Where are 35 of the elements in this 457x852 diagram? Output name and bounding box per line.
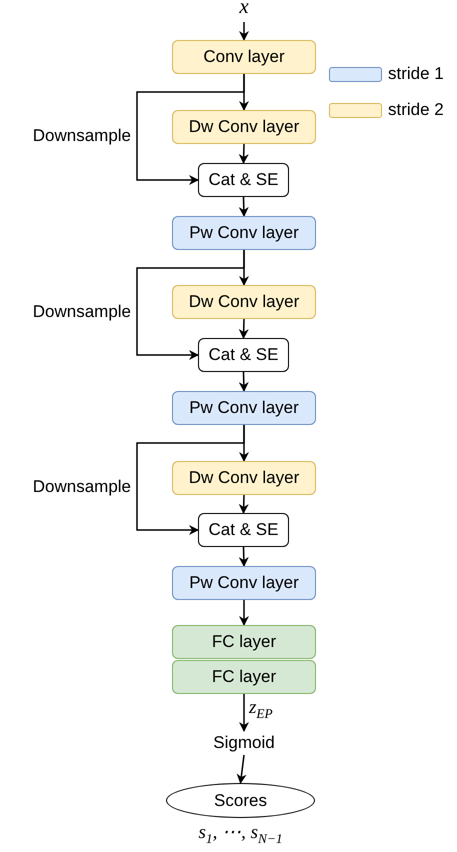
layer-box: Dw Conv layer [172,461,316,495]
layer-box: Pw Conv layer [172,216,316,250]
layer-box: Conv layer [172,40,316,74]
arrow [239,600,249,626]
process-box: Cat & SE [198,338,289,372]
arrow [136,74,245,185]
legend-label: stride 1 [388,64,444,84]
arrow [236,754,247,784]
layer-box: FC layer [172,625,316,659]
arrow [136,250,245,360]
math-symbol: x [234,0,254,16]
arrow [239,694,249,732]
layer-box: Dw Conv layer [172,110,316,144]
arrow [239,22,249,41]
arrow [238,144,249,164]
legend-label: stride 2 [388,100,444,120]
arrow [238,494,249,514]
process-box: Cat & SE [198,513,289,547]
arrow [238,318,249,339]
arrow [238,372,249,392]
process-label: Sigmoid [199,731,289,755]
layer-box: Dw Conv layer [172,285,316,319]
arrow [238,546,249,567]
arrow [136,425,245,535]
edge-label: Downsample [32,476,131,496]
edge-label: Downsample [32,126,131,146]
arrow [238,196,249,217]
layer-box: FC layer [172,660,316,694]
layer-box: Pw Conv layer [172,391,316,425]
layer-box: Pw Conv layer [172,566,316,600]
edge-label: z$_{EP}$ [249,696,273,722]
edge-label: Downsample [32,302,131,322]
math-label: s$_{1}$, ⋯, s$_{N−1}$ [198,821,284,847]
output-ellipse: Scores [166,783,315,818]
process-box: Cat & SE [198,163,289,197]
